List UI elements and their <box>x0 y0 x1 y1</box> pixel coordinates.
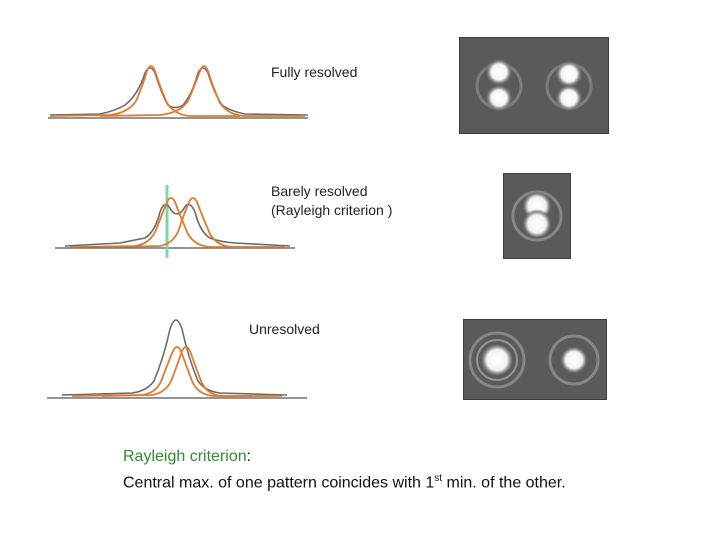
barely-resolved-label: Barely resolved (Rayleigh criterion ) <box>271 182 392 220</box>
barely-resolved-label-line2: (Rayleigh criterion ) <box>271 201 392 220</box>
rayleigh-caption: Rayleigh criterion: Central max. of one … <box>123 446 566 494</box>
airy-disk-overlap-image <box>464 320 606 399</box>
barely-resolved-label-line1: Barely resolved <box>271 182 392 201</box>
sum-curve <box>50 68 308 115</box>
caption-line2: Central max. of one pattern coincides wi… <box>123 468 566 494</box>
component-curve-right <box>102 347 282 396</box>
airy-disk-merged-image <box>504 174 570 258</box>
caption-line1: Rayleigh criterion: <box>123 446 566 468</box>
fully-resolved-label: Fully resolved <box>271 63 357 82</box>
component-curve-left <box>70 198 250 247</box>
component-curve-left <box>72 347 252 396</box>
unresolved-photo <box>463 319 607 400</box>
barely-resolved-photo <box>503 173 571 259</box>
airy-disk-pair-image <box>460 38 608 133</box>
caption-term: Rayleigh criterion <box>123 448 247 465</box>
caption-line2-before: Central max. of one pattern coincides wi… <box>123 474 434 491</box>
fully-resolved-photo <box>459 37 609 134</box>
barely-resolved-plot <box>50 180 300 260</box>
caption-sup: st <box>434 473 442 484</box>
caption-line2-after: min. of the other. <box>442 474 566 491</box>
caption-colon: : <box>247 448 251 465</box>
unresolved-label: Unresolved <box>249 320 320 339</box>
